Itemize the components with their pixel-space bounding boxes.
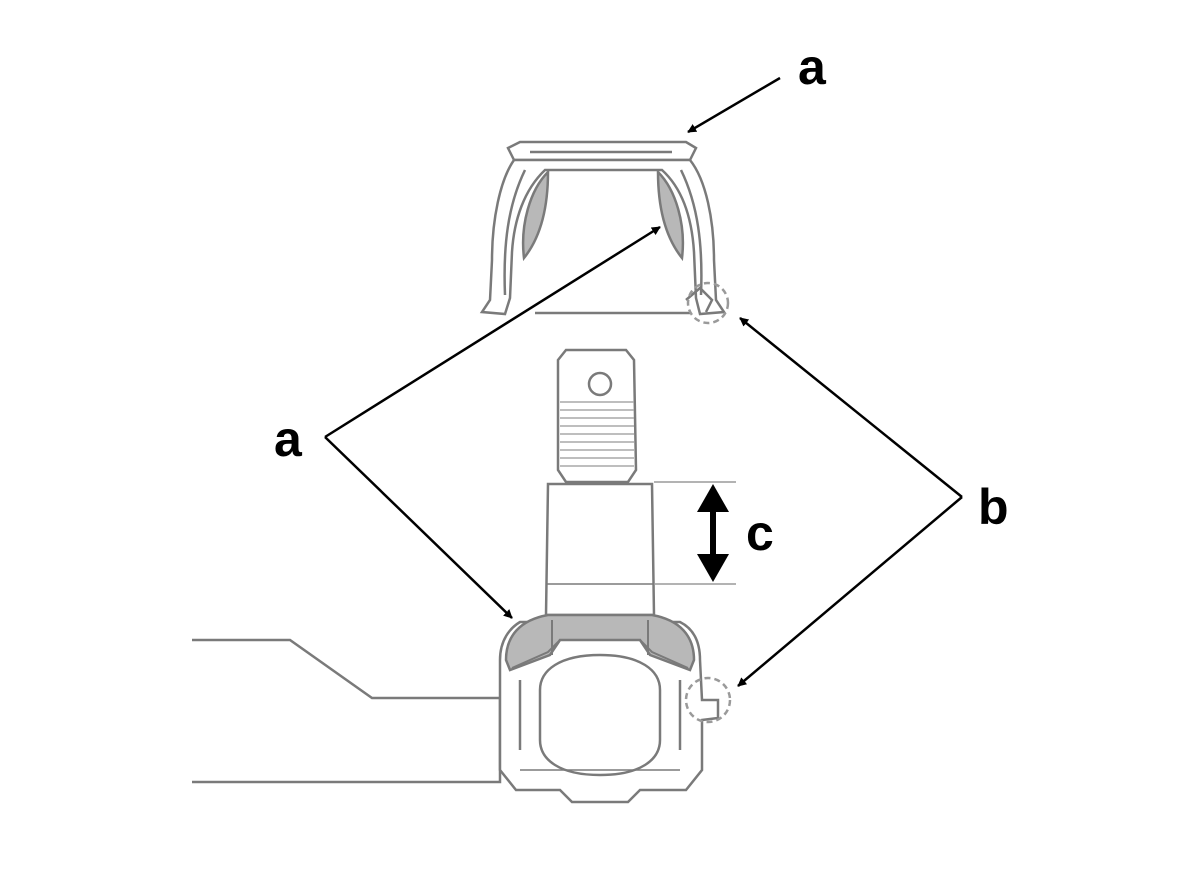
dust-boot	[479, 140, 727, 316]
dim-c-arrow-up	[697, 484, 729, 512]
stud-threads	[560, 401, 634, 467]
boot-grease-right	[656, 168, 685, 262]
boot-lip-notch	[685, 286, 714, 313]
label-a-left: a	[274, 411, 303, 467]
ball-joint-stud	[544, 348, 656, 617]
boot-grease-left	[521, 168, 550, 262]
leader-a-to-housing-grease	[324, 436, 513, 619]
leader-b-to-housing-lip	[737, 496, 963, 687]
leader-a-top	[687, 76, 781, 134]
leader-b-to-boot-lip	[739, 317, 963, 498]
boot-inner-wall-right	[679, 169, 703, 296]
boot-body	[479, 158, 727, 316]
leader-a-to-boot-grease	[324, 225, 661, 439]
label-b: b	[978, 479, 1009, 535]
leader-lines	[324, 76, 963, 687]
label-a-top: a	[798, 39, 827, 95]
ball-socket	[538, 653, 662, 777]
stud-shank	[544, 482, 656, 617]
housing-lip-callout-circle	[684, 676, 732, 724]
dim-c-arrow-down	[697, 554, 729, 582]
housing-inner-lines	[518, 680, 682, 750]
cotter-pin-hole	[587, 371, 613, 397]
tie-rod-housing	[192, 613, 720, 804]
installed-boot-lip	[511, 639, 689, 669]
boot-inner-wall-left	[503, 169, 527, 296]
tie-rod-arm	[192, 638, 502, 784]
dimension-c	[654, 481, 736, 585]
dim-c-shaft	[710, 510, 716, 556]
label-c: c	[746, 505, 774, 561]
boot-lip-callout-circle	[686, 281, 730, 325]
stud-threaded-end	[556, 348, 638, 484]
